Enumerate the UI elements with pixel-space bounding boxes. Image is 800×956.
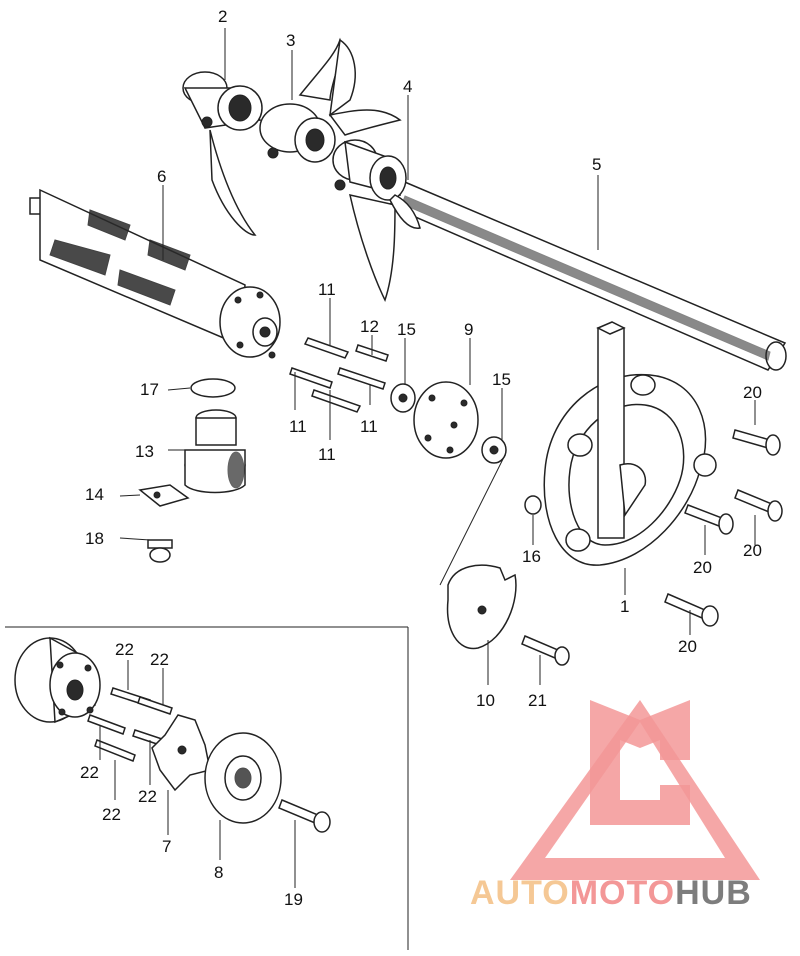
shift-cover-1: [543, 321, 717, 566]
label-part-15-left: 15: [397, 320, 416, 339]
stopper-plate-10: [446, 564, 517, 650]
label-part-15-right: 15: [492, 370, 511, 389]
label-part-3: 3: [286, 31, 295, 50]
label-part-12: 12: [360, 317, 379, 336]
label-part-22-d: 22: [138, 787, 157, 806]
label-part-18: 18: [85, 529, 104, 548]
logo-wordmark: AUTOMOTOHUB: [470, 874, 752, 912]
leader-lines: [99, 28, 756, 888]
fork-shaft: [389, 179, 787, 371]
label-part-8: 8: [214, 863, 223, 882]
bolt-18: [147, 539, 173, 563]
label-part-1: 1: [620, 597, 629, 616]
plate-14: [138, 484, 190, 507]
label-part-5: 5: [592, 155, 601, 174]
label-part-20-bottom: 20: [678, 637, 697, 656]
inset-frame: [5, 626, 409, 950]
label-part-2: 2: [218, 7, 227, 26]
label-part-21: 21: [528, 691, 547, 710]
bolt-19: [278, 799, 331, 833]
label-part-20-top: 20: [743, 383, 762, 402]
label-part-19: 19: [284, 890, 303, 909]
label-part-20-mid: 20: [693, 558, 712, 577]
drum-pins: [289, 337, 389, 413]
label-part-7: 7: [162, 837, 171, 856]
label-part-6: 6: [157, 167, 166, 186]
washer-15a: [390, 383, 416, 413]
screw-20c: [684, 504, 734, 535]
label-part-20-right: 20: [743, 541, 762, 560]
screw-20a: [732, 429, 781, 456]
washer-15b: [481, 436, 507, 464]
bearing-holder-13: [184, 409, 246, 494]
shift-fork-2: [182, 71, 263, 236]
label-part-13: 13: [135, 442, 154, 461]
label-part-9: 9: [464, 320, 473, 339]
automotohub-logo: AUTOMOTOHUB: [470, 700, 760, 912]
shift-drum: [29, 188, 281, 359]
plate-8: [204, 732, 282, 824]
label-part-11-left: 11: [289, 417, 307, 436]
label-part-22-e: 22: [102, 805, 121, 824]
label-part-14: 14: [85, 485, 104, 504]
label-part-17: 17: [140, 380, 159, 399]
label-part-4: 4: [403, 77, 412, 96]
pin-plate-9: [413, 381, 479, 459]
screw-20d: [664, 592, 719, 627]
label-part-22-c: 22: [80, 763, 99, 782]
shift-fork-3: [259, 37, 402, 163]
star-plate-7: [151, 714, 211, 792]
o-ring-17: [190, 378, 236, 398]
label-part-11-right: 11: [360, 417, 378, 436]
label-part-16: 16: [522, 547, 541, 566]
label-part-22-b: 22: [150, 650, 169, 669]
part-labels: 2 3 4 5 6 11 12 15 9 15 17 11 11 11 13 1…: [80, 7, 762, 909]
label-part-22-a: 22: [115, 640, 134, 659]
label-part-11-bottom: 11: [318, 445, 336, 464]
shift-fork-4: [332, 139, 421, 302]
screw-21: [521, 635, 570, 666]
shift-drum-end: [14, 636, 101, 724]
screw-20b: [734, 489, 783, 522]
label-part-11-top: 11: [318, 280, 336, 299]
o-ring-16: [524, 495, 542, 515]
label-part-10: 10: [476, 691, 495, 710]
